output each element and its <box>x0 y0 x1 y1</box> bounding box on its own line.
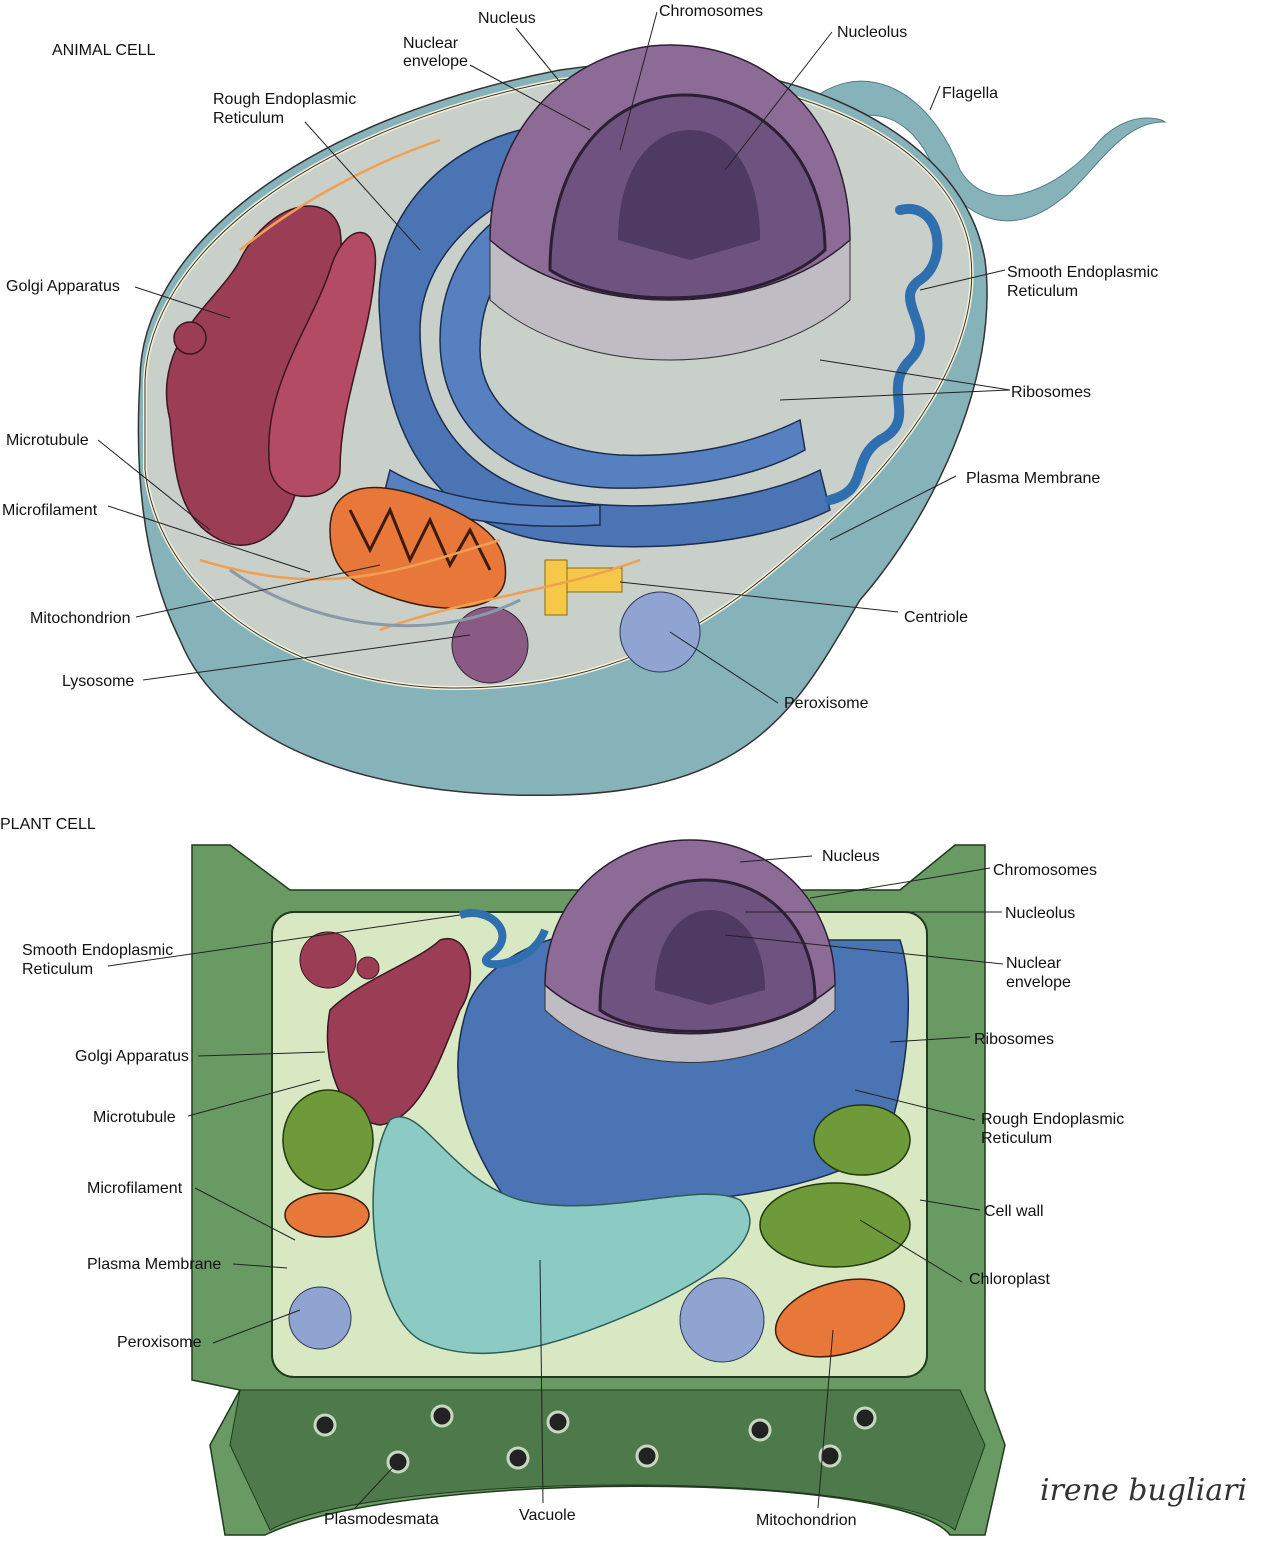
label-ribosomes: Ribosomes <box>974 1031 1054 1048</box>
plant-cell <box>191 839 1006 1536</box>
golgi-apparatus <box>165 205 377 546</box>
label-smooth-er: Smooth Endoplasmic <box>22 942 173 959</box>
plant-peroxisome <box>288 1286 352 1350</box>
label-plasmodesmata: Plasmodesmata <box>324 1511 439 1528</box>
smooth-er <box>825 203 943 505</box>
label-mitochondrion: Mitochondrion <box>756 1512 857 1529</box>
label-golgi: Golgi Apparatus <box>75 1048 189 1065</box>
plant-leader-lines <box>107 855 1004 1509</box>
label-microfilament: Microfilament <box>87 1180 183 1197</box>
animal-cell-title: ANIMAL CELL <box>52 42 156 59</box>
plant-vacuole <box>372 1116 751 1355</box>
animal-peroxisome <box>619 591 701 673</box>
plant-peroxisome-2 <box>679 1277 765 1363</box>
label-nuclear-envelope: Nuclear <box>1006 955 1062 972</box>
label-microtubule: Microtubule <box>93 1109 176 1126</box>
label-microtubule: Microtubule <box>6 432 89 449</box>
plasmodesmata-pores <box>313 1404 877 1474</box>
label-peroxisome: Peroxisome <box>784 695 869 712</box>
animal-leader-lines <box>97 11 1011 704</box>
label-smooth-er: Reticulum <box>22 961 93 978</box>
plant-cell-title: PLANT CELL <box>0 816 96 833</box>
label-cell-wall: Cell wall <box>984 1203 1044 1220</box>
label-centriole: Centriole <box>904 609 968 626</box>
lysosome <box>451 606 529 684</box>
label-nucleolus: Nucleolus <box>1005 905 1075 922</box>
label-rough-er: Rough Endoplasmic <box>213 91 356 108</box>
label-nucleolus: Nucleolus <box>837 24 907 41</box>
microtubule-lines <box>199 138 641 632</box>
label-ribosomes: Ribosomes <box>1011 384 1091 401</box>
plant-labels: Nucleus Chromosomes Nucleolus Nuclear en… <box>22 848 1124 1529</box>
label-rough-er: Reticulum <box>213 110 284 127</box>
label-plasma-membrane: Plasma Membrane <box>966 470 1100 487</box>
label-peroxisome: Peroxisome <box>117 1334 202 1351</box>
plant-mitochondria <box>284 1192 906 1358</box>
plant-nucleus <box>544 839 836 1063</box>
label-golgi: Golgi Apparatus <box>6 278 120 295</box>
label-mitochondrion: Mitochondrion <box>30 610 131 627</box>
animal-mitochondrion <box>329 486 507 609</box>
chloroplasts <box>282 1089 911 1268</box>
label-lysosome: Lysosome <box>62 673 134 690</box>
label-nuclear-envelope: Nuclear <box>403 35 459 52</box>
label-vacuole: Vacuole <box>519 1507 576 1524</box>
plant-smooth-er <box>458 909 549 969</box>
animal-nucleus <box>489 44 851 361</box>
label-nuclear-envelope: envelope <box>1006 974 1071 991</box>
label-nucleus: Nucleus <box>478 10 536 27</box>
label-chromosomes: Chromosomes <box>993 862 1097 879</box>
label-nucleus: Nucleus <box>822 848 880 865</box>
label-chloroplast: Chloroplast <box>969 1271 1050 1288</box>
artist-signature: irene bugliari <box>1040 1473 1247 1508</box>
label-rough-er: Reticulum <box>981 1130 1052 1147</box>
animal-cell <box>137 44 1167 797</box>
animal-labels: Nucleus Nuclear envelope Chromosomes Nuc… <box>2 3 1158 712</box>
label-smooth-er: Smooth Endoplasmic <box>1007 264 1158 281</box>
label-rough-er: Rough Endoplasmic <box>981 1111 1124 1128</box>
label-microfilament: Microfilament <box>2 502 98 519</box>
label-smooth-er: Reticulum <box>1007 283 1078 300</box>
label-flagella: Flagella <box>942 85 998 102</box>
label-plasma-membrane: Plasma Membrane <box>87 1256 221 1273</box>
label-nuclear-envelope: envelope <box>403 53 468 70</box>
label-chromosomes: Chromosomes <box>659 3 763 20</box>
